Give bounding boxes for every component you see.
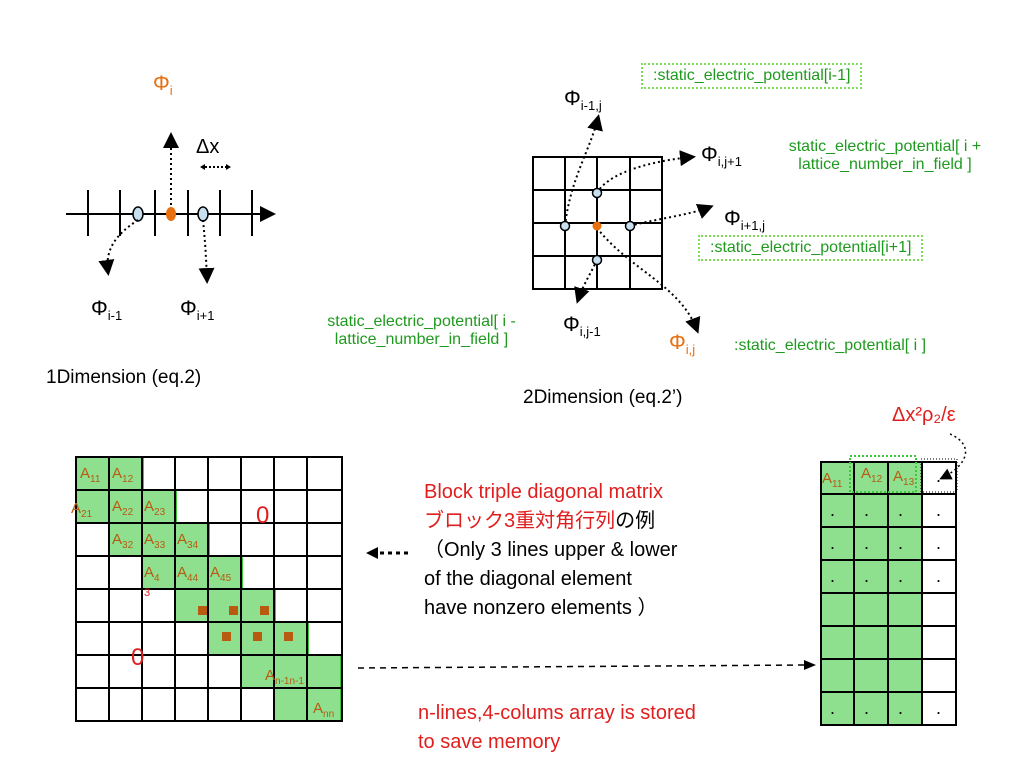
array-cell-a13: A13: [893, 468, 915, 488]
cell-a34: A34: [177, 531, 199, 551]
array-dot: .: [830, 566, 836, 586]
delta-x-label: Δx: [196, 136, 220, 158]
label-potential-i-plus-1: :static_electric_potential[i+1]: [698, 235, 924, 261]
cell-a22: A22: [112, 498, 134, 518]
matrix-desc-line-3: have nonzero elements ）: [424, 597, 658, 619]
array-highlight-box: [849, 455, 917, 493]
array-cell-a12: A12: [861, 465, 883, 485]
one-d-lattice: [66, 132, 276, 284]
matrix-desc-line-1: （Only 3 lines upper & lower: [424, 539, 678, 561]
array-dot: .: [898, 566, 904, 586]
zero-upper: 0: [256, 502, 270, 529]
matrix-grid: [75, 456, 343, 722]
phi-i-minus-1-label: Φi-1: [91, 297, 123, 324]
cell-a43-bottom: 3: [144, 587, 151, 599]
two-d-arrows: [564, 114, 714, 334]
array-dot: .: [864, 698, 870, 718]
label-potential-plus-lattice: static_electric_potential[ i + lattice_n…: [760, 138, 1010, 174]
zero-lower: 0: [131, 644, 145, 671]
array-dot: .: [830, 533, 836, 553]
array-dot: .: [936, 533, 942, 553]
array-dot: .: [830, 698, 836, 718]
array-dot-box: [920, 458, 958, 493]
array-dot: .: [864, 500, 870, 520]
array-dot: .: [936, 566, 942, 586]
label-potential-i: :static_electric_potential[ i ]: [734, 337, 927, 354]
node-i-plus-1: [197, 206, 209, 222]
array-cell-a11: A11: [822, 470, 843, 490]
label-potential-minus-lattice: static_electric_potential[ i - lattice_n…: [299, 313, 544, 349]
matrix-title-line-2: ブロック3重対角行列の例: [424, 510, 656, 532]
cell-a11: A11: [80, 465, 101, 485]
cell-a12: A12: [112, 465, 134, 485]
array-dot: .: [898, 698, 904, 718]
cell-ann: Ann: [313, 700, 335, 720]
cell-a45: A45: [210, 564, 232, 584]
node-i: [166, 207, 176, 221]
label-plus-line-2: lattice_number_in_field ]: [798, 156, 972, 173]
storage-note-line-1: n-lines,4-colums array is stored: [418, 702, 696, 724]
matrix-desc-line-2: of the diagonal element: [424, 568, 632, 590]
array-grid: [820, 461, 957, 726]
matrix-pointer-arrow: [366, 547, 408, 559]
cell-a43-top: A4: [144, 564, 160, 584]
array-dot: .: [898, 500, 904, 520]
cell-a32: A32: [112, 531, 134, 551]
phi-i-j-minus-1-label: Φi,j-1: [563, 313, 601, 340]
cell-an-1n-1: An-1n-1: [265, 667, 304, 687]
node-i-minus-1: [132, 206, 144, 222]
label-minus-line-1: static_electric_potential[ i -: [327, 313, 516, 330]
phi-i-plus-1-j-label: Φi+1,j: [724, 207, 765, 234]
matrix-description: Block triple diagonal matrix ブロック3重対角行列の…: [424, 478, 677, 623]
storage-arrow: [357, 660, 816, 670]
phi-i-j-label: Φi,j: [669, 331, 696, 358]
array-dot: .: [864, 566, 870, 586]
array-dot: .: [830, 500, 836, 520]
two-d-caption: 2Dimension (eq.2’): [523, 387, 683, 408]
matrix-markers: [198, 606, 293, 641]
phi-i-label: Φi: [153, 72, 173, 99]
cell-a44: A44: [177, 564, 199, 584]
cell-a33: A33: [144, 531, 166, 551]
rho-label: Δx²ρ₂/ε: [892, 404, 956, 426]
one-d-caption: 1Dimension (eq.2): [46, 367, 202, 388]
label-minus-line-2: lattice_number_in_field ]: [334, 331, 509, 348]
label-plus-line-1: static_electric_potential[ i +: [788, 138, 982, 155]
two-d-nodes: [559, 187, 636, 266]
storage-note-line-2: to save memory: [418, 731, 561, 753]
array-dot: .: [864, 533, 870, 553]
storage-note: n-lines,4-colums array is stored to save…: [418, 699, 696, 757]
rho-arrow: [939, 433, 967, 480]
cell-a23: A23: [144, 498, 166, 518]
cell-a21: A21: [71, 500, 93, 520]
label-potential-i-minus-1: :static_electric_potential[i-1]: [641, 63, 863, 89]
array-dot: .: [898, 533, 904, 553]
matrix-title-line-1: Block triple diagonal matrix: [424, 481, 663, 503]
array-dot: .: [936, 698, 942, 718]
phi-i-minus-1-j-label: Φi-1,j: [564, 87, 602, 114]
array-dot: .: [936, 466, 942, 486]
phi-i-plus-1-label: Φi+1: [180, 297, 215, 324]
array-dot: .: [936, 500, 942, 520]
phi-i-j-plus-1-label: Φi,j+1: [701, 143, 742, 170]
